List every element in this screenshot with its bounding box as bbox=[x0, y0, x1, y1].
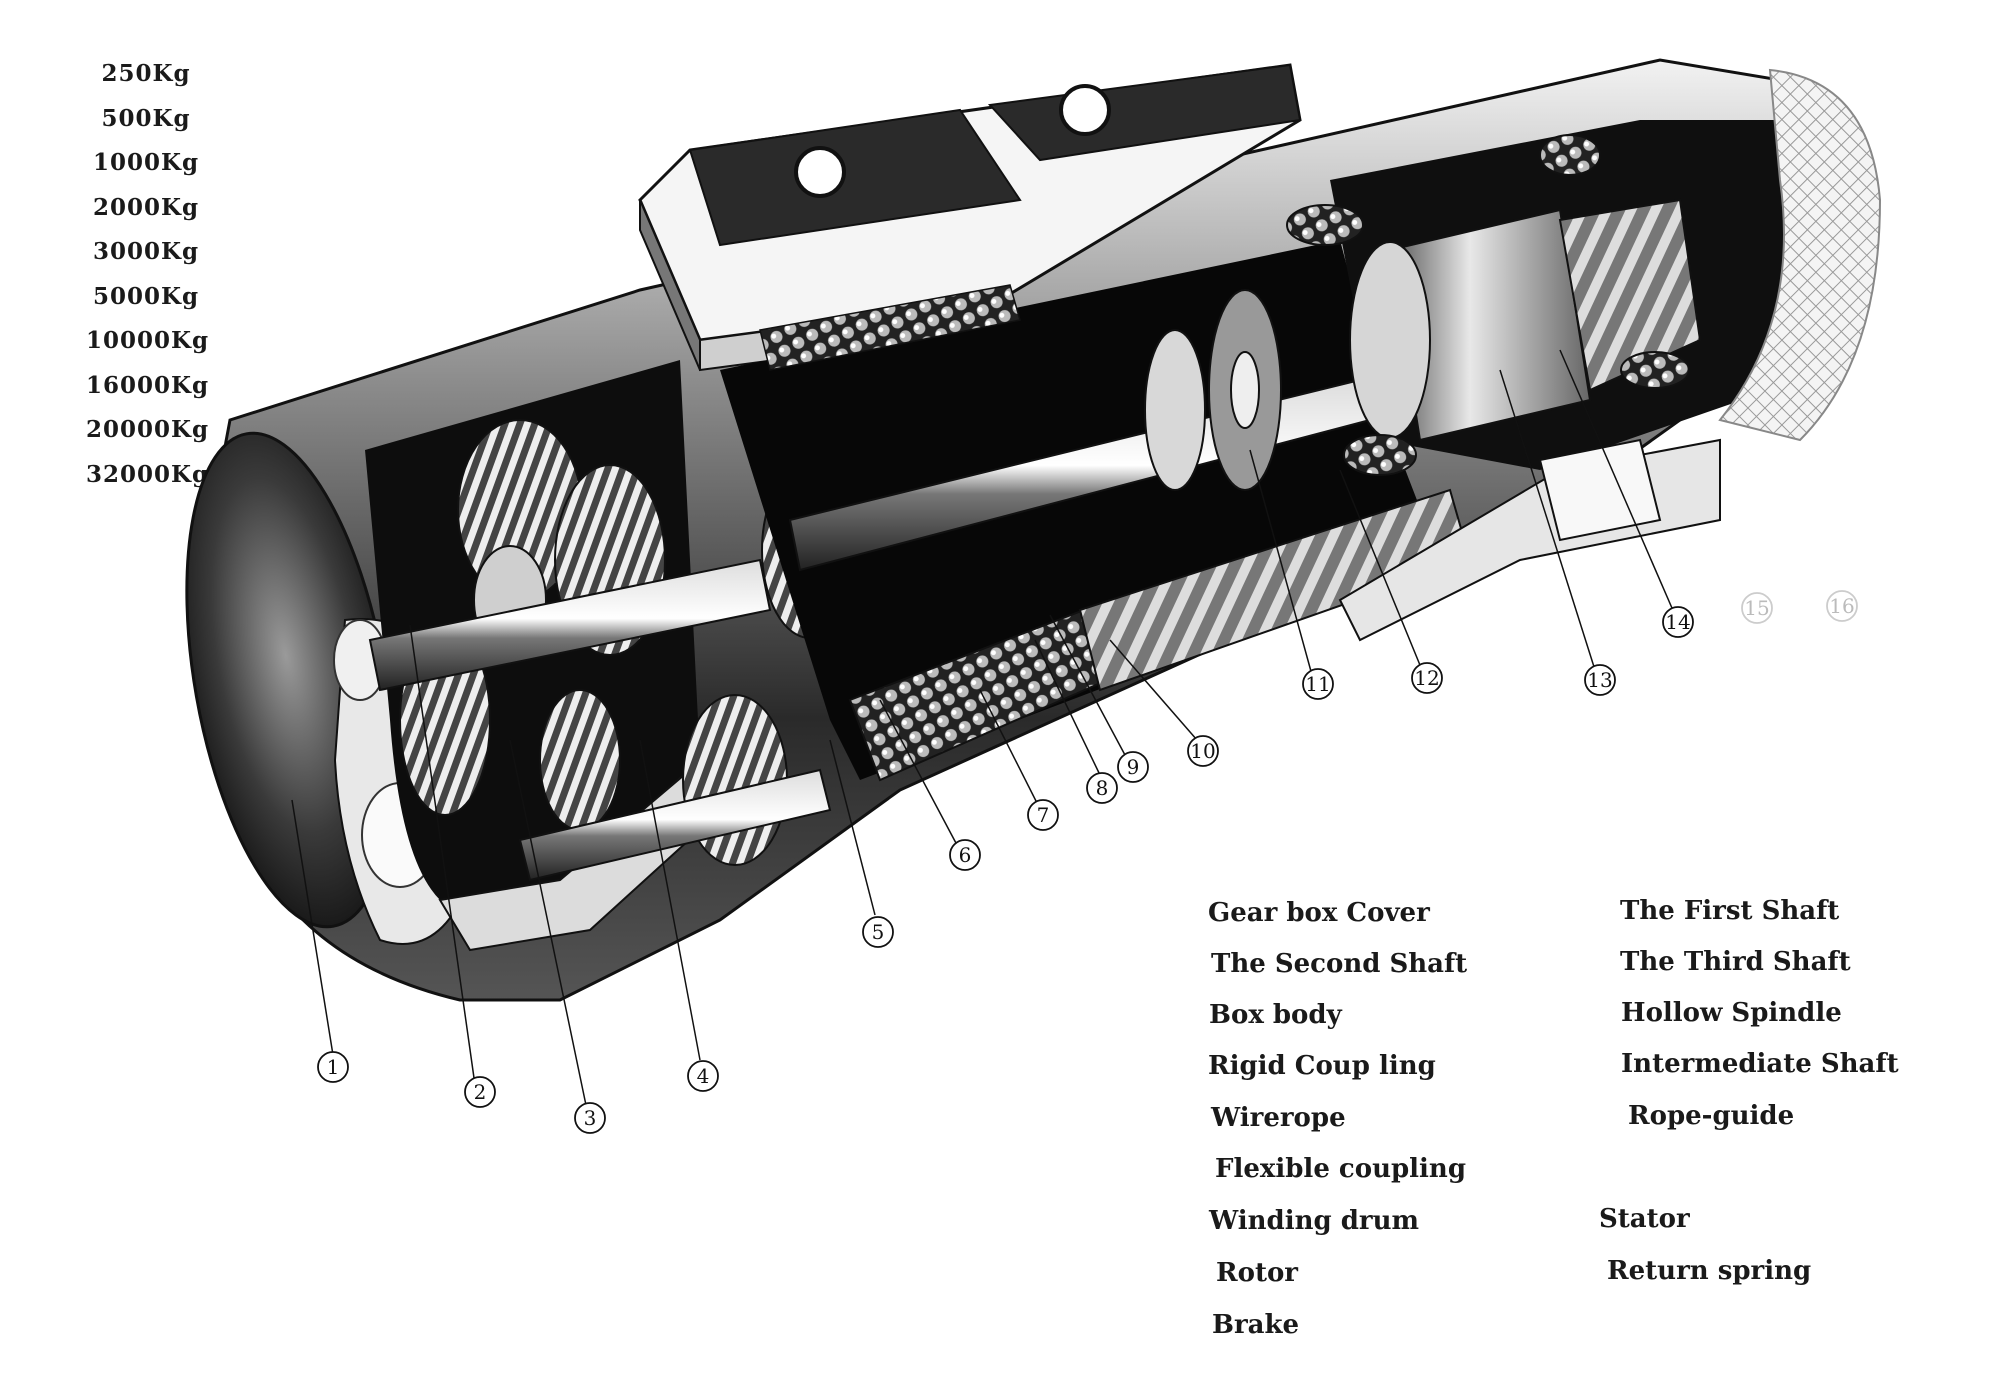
lower-shell bbox=[1338, 438, 1721, 642]
capacity-item: 2000Kg bbox=[92, 193, 200, 221]
legend-item: Intermediate Shaft bbox=[1621, 1049, 1899, 1079]
capacity-item: 10000Kg bbox=[86, 327, 210, 354]
legend-item: Brake bbox=[1212, 1310, 1300, 1340]
svg-text:2: 2 bbox=[474, 1080, 487, 1104]
svg-text:16: 16 bbox=[1829, 594, 1854, 618]
capacity-item: 500Kg bbox=[101, 104, 191, 132]
callout-6: 6 bbox=[949, 839, 981, 871]
capacity-item: 32000Kg bbox=[86, 460, 210, 488]
svg-text:9: 9 bbox=[1127, 755, 1140, 779]
legend-item: Winding drum bbox=[1209, 1206, 1420, 1236]
svg-text:7: 7 bbox=[1037, 803, 1050, 827]
callout-5: 5 bbox=[862, 916, 894, 948]
capacity-item: 1000Kg bbox=[92, 149, 200, 176]
callout-7: 7 bbox=[1027, 799, 1059, 831]
svg-text:10: 10 bbox=[1190, 739, 1215, 763]
capacity-item: 5000Kg bbox=[92, 282, 200, 310]
central-shaft bbox=[788, 289, 1372, 572]
svg-text:15: 15 bbox=[1744, 596, 1769, 620]
callout-13: 13 bbox=[1584, 664, 1616, 696]
capacity-item: 20000Kg bbox=[86, 416, 210, 443]
legend-item: Flexible coupling bbox=[1215, 1154, 1466, 1184]
callout-8: 8 bbox=[1086, 772, 1118, 804]
svg-text:5: 5 bbox=[872, 920, 885, 944]
callout-markers: 1 2 3 4 5 6 7 8 9 10 11 12 13 14 15 16 bbox=[317, 590, 1858, 1134]
callout-10: 10 bbox=[1187, 735, 1219, 767]
legend-item: The Second Shaft bbox=[1211, 949, 1468, 979]
leader-lines bbox=[291, 349, 1676, 1111]
motor-assembly bbox=[1286, 120, 1800, 476]
legend-item: The First Shaft bbox=[1620, 896, 1840, 926]
callout-15: 15 bbox=[1741, 592, 1773, 624]
capacity-list: 250Kg 500Kg 1000Kg 2000Kg 3000Kg 5000Kg … bbox=[86, 52, 210, 497]
svg-text:14: 14 bbox=[1665, 610, 1690, 634]
svg-text:4: 4 bbox=[697, 1064, 710, 1088]
legend-item: Rigid Coup ling bbox=[1208, 1051, 1436, 1081]
callout-2: 2 bbox=[464, 1076, 496, 1108]
callout-9: 9 bbox=[1117, 751, 1149, 783]
legend-item: The Third Shaft bbox=[1620, 947, 1851, 977]
svg-text:1: 1 bbox=[327, 1055, 340, 1079]
legend-item: Return spring bbox=[1607, 1256, 1812, 1286]
svg-text:3: 3 bbox=[584, 1106, 597, 1130]
capacity-item: 16000Kg bbox=[86, 371, 210, 399]
capacity-item: 250Kg bbox=[101, 60, 191, 87]
legend-item: Gear box Cover bbox=[1208, 898, 1430, 928]
callout-14: 14 bbox=[1662, 606, 1694, 638]
svg-text:8: 8 bbox=[1096, 776, 1109, 800]
legend-item: Rotor bbox=[1216, 1258, 1298, 1288]
legend-item: Box body bbox=[1209, 1000, 1342, 1030]
gearbox-shafts bbox=[368, 558, 832, 882]
svg-text:12: 12 bbox=[1414, 666, 1439, 690]
callout-16: 16 bbox=[1826, 590, 1858, 622]
capacity-item: 3000Kg bbox=[92, 238, 200, 265]
legend-item: Rope-guide bbox=[1628, 1101, 1795, 1131]
legend-item: Wirerope bbox=[1211, 1103, 1346, 1133]
svg-text:6: 6 bbox=[959, 843, 972, 867]
callout-12: 12 bbox=[1411, 662, 1443, 694]
legend-item: Stator bbox=[1599, 1204, 1690, 1234]
callout-4: 4 bbox=[687, 1060, 719, 1092]
callout-1: 1 bbox=[317, 1051, 349, 1083]
brake-cover bbox=[1718, 68, 1882, 442]
legend-item: Hollow Spindle bbox=[1621, 998, 1842, 1028]
svg-text:13: 13 bbox=[1587, 668, 1612, 692]
callout-3: 3 bbox=[574, 1102, 606, 1134]
callout-11: 11 bbox=[1302, 668, 1334, 700]
svg-text:11: 11 bbox=[1305, 672, 1330, 696]
